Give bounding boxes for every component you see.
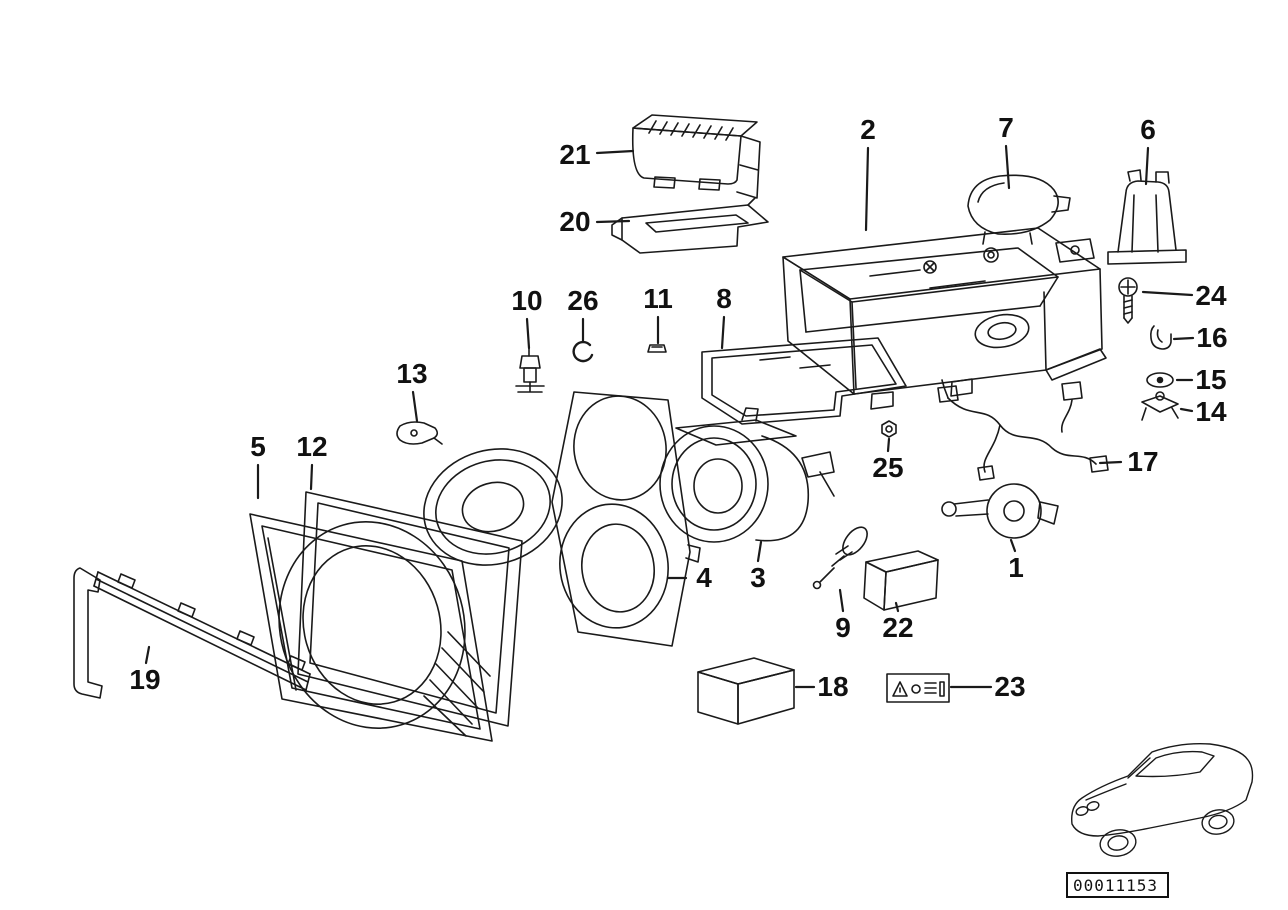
part-17-wiring-harness	[937, 379, 1109, 481]
callout-5: 5	[250, 431, 266, 462]
leader-line-7	[1004, 144, 1011, 190]
leader-line-13	[411, 390, 419, 423]
callout-15: 15	[1195, 364, 1227, 395]
doc-number-box: 00011153	[1066, 872, 1169, 898]
part-12-seal	[297, 491, 523, 727]
part-2-housing	[782, 227, 1107, 410]
leader-line-16	[1172, 336, 1195, 341]
part-11-bulb	[647, 344, 667, 353]
leader-line-2	[864, 146, 870, 232]
vehicle-thumbnail	[1071, 742, 1254, 857]
part-7-cover-cap	[967, 174, 1071, 245]
callout-7: 7	[998, 112, 1014, 143]
leader-line-20	[595, 219, 631, 224]
part-16-clip	[1150, 325, 1172, 350]
leader-line-25	[886, 437, 891, 453]
part-4-inner-frame	[551, 391, 701, 647]
part-9-bulb	[812, 526, 868, 590]
part-13-clip	[396, 421, 443, 445]
leader-line-10	[525, 317, 531, 350]
part-22-box	[863, 550, 939, 611]
leader-lines	[144, 144, 1195, 689]
part-21-control-unit	[631, 114, 761, 199]
leader-line-19	[144, 645, 151, 665]
leader-line-17	[1098, 460, 1123, 465]
part-3-reflector	[659, 407, 835, 543]
part-1-adjusting-motor	[941, 483, 1059, 539]
callout-16: 16	[1196, 322, 1228, 353]
callout-9: 9	[835, 612, 851, 643]
callout-4: 4	[696, 562, 712, 593]
doc-number: 00011153	[1073, 875, 1159, 895]
callout-21: 21	[559, 139, 591, 170]
leader-line-12	[309, 463, 314, 491]
leader-line-14	[1179, 407, 1194, 413]
callout-3: 3	[750, 562, 766, 593]
part-23-label-plate	[886, 673, 950, 703]
part-10-bulb-socket	[515, 347, 545, 393]
callout-20: 20	[559, 206, 591, 237]
callout-22: 22	[882, 612, 914, 643]
leader-line-22	[894, 601, 900, 613]
callout-8: 8	[716, 283, 732, 314]
callout-18: 18	[817, 671, 849, 702]
leader-line-3	[756, 540, 763, 563]
part-20-bracket	[611, 197, 769, 254]
callout-2: 2	[860, 114, 876, 145]
leader-line-9	[838, 588, 845, 613]
callout-13: 13	[396, 358, 428, 389]
inner-lens-ring	[423, 448, 563, 566]
part-19-trim-strip	[73, 567, 311, 699]
callout-26: 26	[567, 285, 599, 316]
part-24-screw	[1118, 277, 1138, 324]
callout-23: 23	[994, 671, 1026, 702]
callout-1: 1	[1008, 552, 1024, 583]
part-15-washer	[1146, 372, 1174, 388]
callout-10: 10	[511, 285, 543, 316]
part-25-nut	[881, 420, 897, 438]
leader-line-1	[1009, 538, 1017, 553]
callout-17: 17	[1127, 446, 1159, 477]
part-18-box	[697, 657, 795, 725]
callout-12: 12	[296, 431, 328, 462]
part-26-retaining-ring	[572, 340, 594, 363]
callout-24: 24	[1195, 280, 1227, 311]
callout-6: 6	[1140, 114, 1156, 145]
part-14-fastener	[1141, 391, 1179, 421]
leader-line-6	[1144, 146, 1150, 186]
part-5-lens	[249, 513, 493, 742]
part-8-gasket	[701, 337, 907, 425]
leader-line-21	[595, 149, 635, 155]
callout-14: 14	[1195, 396, 1227, 427]
leader-line-24	[1141, 290, 1194, 297]
part-6-cap	[1107, 169, 1187, 265]
callout-11: 11	[643, 283, 673, 314]
callout-25: 25	[872, 452, 904, 483]
leader-line-8	[720, 315, 726, 350]
callout-19: 19	[129, 664, 161, 695]
